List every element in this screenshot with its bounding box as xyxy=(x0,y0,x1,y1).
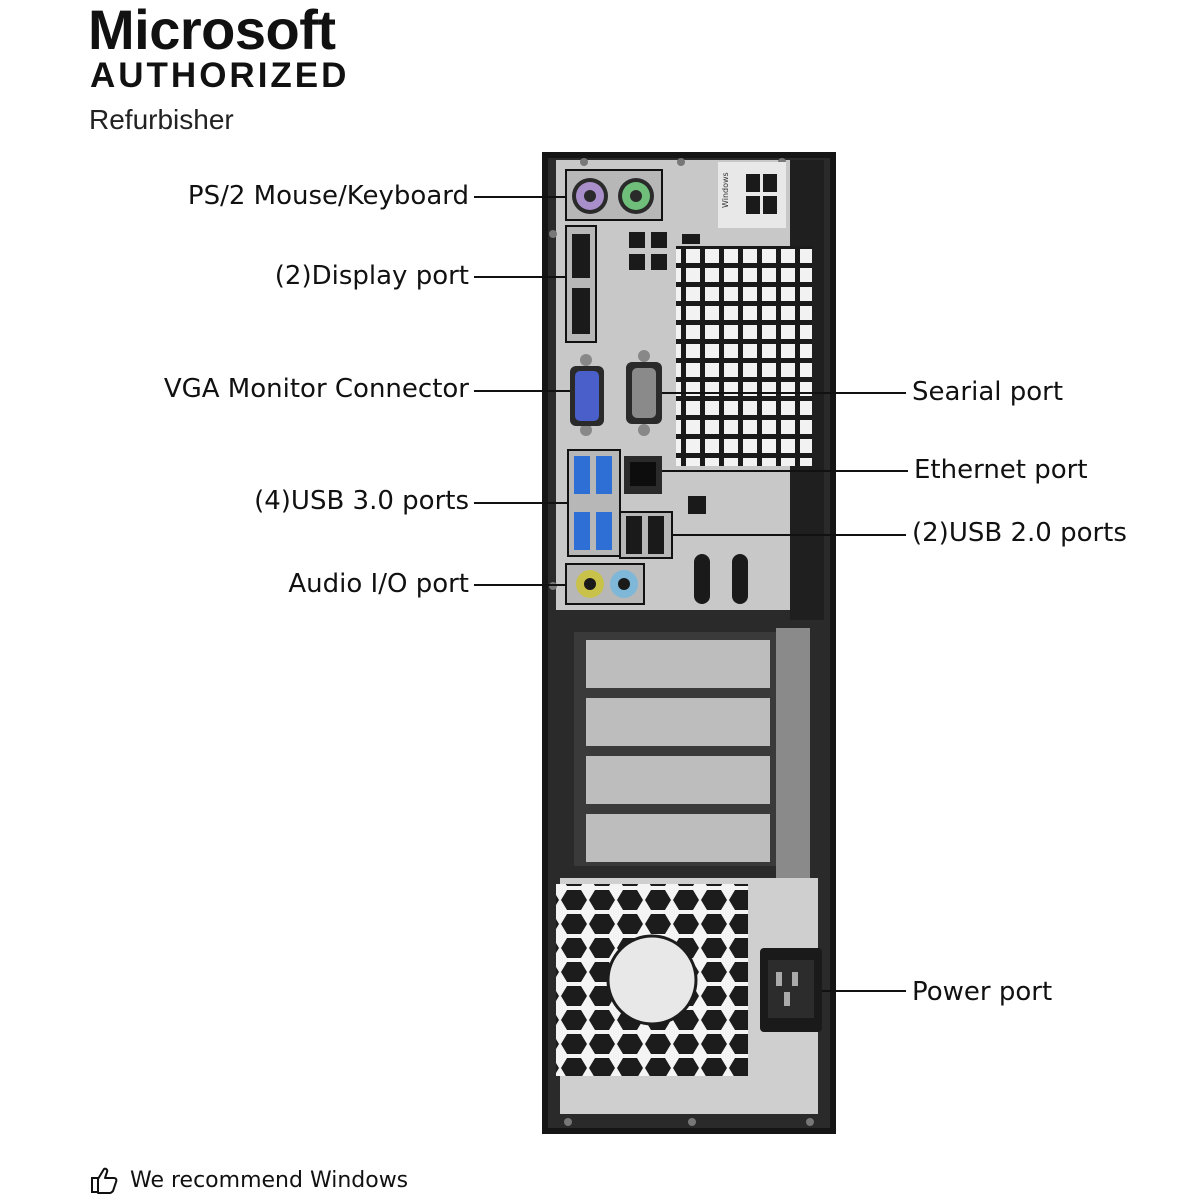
thumbs-up-icon xyxy=(90,1166,120,1194)
serial-port xyxy=(626,350,662,436)
brand-authorized: AUTHORIZED xyxy=(90,56,350,95)
small-vent-squares xyxy=(629,232,700,270)
sticker-text: Windows xyxy=(721,172,730,208)
label-usb3: (4)USB 3.0 ports xyxy=(254,486,469,516)
panel-slots xyxy=(688,496,748,604)
brand-tagline: Refurbisher xyxy=(89,104,234,135)
leader-power xyxy=(822,990,906,992)
ps2-ports xyxy=(565,169,663,221)
label-vga: VGA Monitor Connector xyxy=(163,374,469,404)
leader-vga xyxy=(474,390,570,392)
display-ports xyxy=(565,225,597,343)
label-power: Power port xyxy=(912,977,1053,1007)
vga-port xyxy=(570,354,604,436)
label-audio: Audio I/O port xyxy=(288,569,469,599)
label-serial: Searial port xyxy=(912,377,1064,407)
footer-text: We recommend Windows xyxy=(130,1167,409,1193)
fan-grill xyxy=(556,884,748,1076)
brand-name: Microsoft xyxy=(88,0,336,61)
leader-display-port xyxy=(474,276,566,278)
windows-logo-icon xyxy=(746,174,777,214)
footer: We recommend Windows xyxy=(90,1166,408,1194)
vent-grid xyxy=(676,246,812,466)
leader-serial xyxy=(662,392,906,394)
label-usb2: (2)USB 2.0 ports xyxy=(912,518,1127,548)
ethernet-port xyxy=(624,456,662,494)
expansion-slots xyxy=(574,628,810,878)
label-ps2: PS/2 Mouse/Keyboard xyxy=(187,181,469,211)
leader-ethernet xyxy=(662,470,908,472)
label-display-port: (2)Display port xyxy=(274,261,469,291)
leader-audio xyxy=(474,584,566,586)
leader-usb2 xyxy=(672,534,906,536)
audio-ports xyxy=(565,563,645,605)
label-ethernet: Ethernet port xyxy=(914,455,1088,485)
leader-ps2 xyxy=(474,196,566,198)
power-socket xyxy=(760,948,822,1032)
windows-sticker: Windows xyxy=(718,162,786,228)
usb3-ports xyxy=(567,449,621,557)
usb2-ports xyxy=(619,511,673,559)
leader-usb3 xyxy=(474,502,568,504)
